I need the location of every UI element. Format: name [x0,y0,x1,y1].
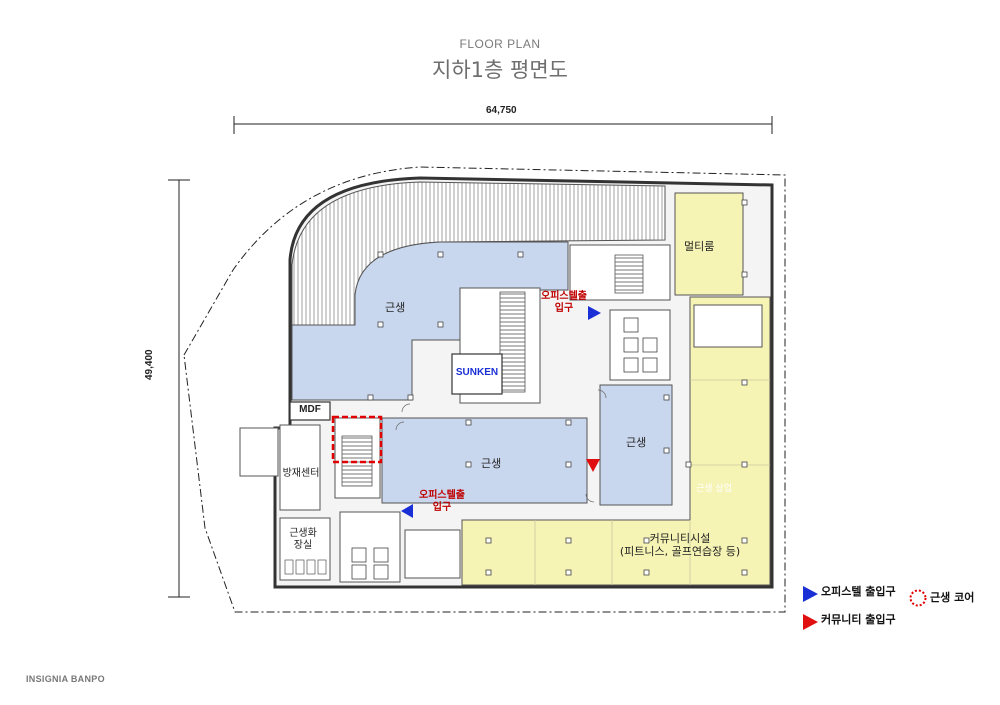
officetel-entrance-label-top: 오피스텔출입구 [541,291,587,314]
floor-plan-subtitle: FLOOR PLAN [459,37,541,51]
retail-area-right [599,384,673,506]
lower-core [339,511,401,583]
community-label: 커뮤니티시설 (피트니스, 골프연습장 등) [560,532,800,558]
legend-community-arrow [803,614,818,630]
community-label-line2: (피트니스, 골프연습장 등) [619,545,741,558]
retail-area-center [381,417,588,504]
height-dimension-line [168,179,190,598]
retail-area-top [291,241,569,401]
site-boundary [183,166,786,613]
sunken-label-box [451,353,503,395]
sunken-stair [499,291,526,393]
retail-restroom-room [279,517,331,581]
community-label-line1: 커뮤니티시설 [649,532,711,545]
retail-right-label: 근생 [626,436,647,449]
officetel-entrance-label-bottom: 오피스텔출입구 [419,490,465,513]
mdf-label: MDF [299,404,321,415]
sunken-label: SUNKEN [455,367,499,378]
retail-top-label: 근생 [385,301,406,314]
multi-room-label: 멀티룸 [684,240,715,253]
legend-officetel-arrow [803,586,818,602]
legend-officetel-entrance: 오피스텔 출입구 [821,585,896,598]
restroom-bottom [404,529,461,579]
retail-center-label: 근생 [481,457,502,470]
faded-area-label: 근생 상업 [696,484,732,494]
legend-community-entrance: 커뮤니티 출입구 [821,613,896,626]
officetel-entrance-arrow-top [588,306,601,320]
retail-restroom-label: 근생화장실 [289,528,317,551]
brand-footer: INSIGNIA BANPO [26,674,105,684]
community-entrance-arrow [586,459,600,472]
mdf-room [289,401,331,421]
height-dimension-label: 49,400 [144,349,155,380]
elevator-lobby-right [609,309,671,381]
disaster-center-room [279,424,321,511]
retail-core-marker [331,415,383,464]
width-dimension-line [233,116,773,134]
page-title: 지하1층 평면도 [432,58,568,82]
multi-room-area [674,192,744,296]
officetel-entrance-arrow-bottom [401,504,413,518]
width-dimension-label: 64,750 [486,105,517,116]
legend-core-symbol [909,589,927,607]
restroom-top-right [693,304,763,348]
restroom-left [239,427,279,477]
disaster-center-label: 방재센터 [282,468,320,479]
legend-retail-core: 근생 코어 [930,591,975,604]
structural-columns [367,199,748,576]
